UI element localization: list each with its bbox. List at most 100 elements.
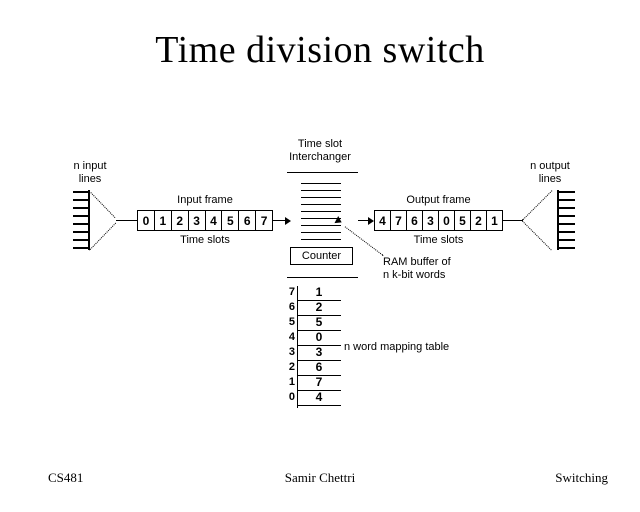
input-frame-subtitle: Time slots <box>180 234 230 246</box>
tsi-buffer-line <box>301 232 341 233</box>
output-line-tick <box>557 207 575 209</box>
output-frame-subtitle: Time slots <box>413 234 464 246</box>
output-frame-cell: 5 <box>455 211 471 230</box>
output-line-tick <box>557 223 575 225</box>
tsi-top-rule <box>287 172 358 173</box>
input-line-tick <box>73 247 89 249</box>
output-frame-cell: 3 <box>423 211 439 230</box>
input-fan-edge-bottom <box>89 222 117 251</box>
tsi-title-line2: Interchanger <box>289 151 351 163</box>
tsi-buffer-line <box>301 197 341 198</box>
footer-topic: Switching <box>555 470 608 485</box>
output-fan-stub <box>503 220 522 221</box>
input-lines-label-line1: n input <box>73 160 107 172</box>
mapping-table-index: 4 <box>288 331 295 343</box>
mapping-table-value: 7 <box>315 375 323 389</box>
output-bus-bar <box>557 190 559 250</box>
output-frame-cell: 2 <box>471 211 487 230</box>
ram-buffer-note: RAM buffer of n k-bit words <box>383 256 451 282</box>
mapping-table-index: 0 <box>288 391 295 403</box>
output-frame-cell: 0 <box>439 211 455 230</box>
input-line-tick <box>73 231 89 233</box>
input-line-tick <box>73 223 89 225</box>
tsi-to-output-arrowhead <box>368 217 374 225</box>
tsi-title-line1: Time slot <box>297 138 343 150</box>
mapping-table-index: 1 <box>288 376 295 388</box>
output-frame-cell: 4 <box>375 211 391 230</box>
footer-author: Samir Chettri <box>284 470 356 485</box>
mapping-table-index: 7 <box>288 286 295 298</box>
mapping-table-index: 6 <box>288 301 295 313</box>
output-frame-title: Output frame <box>406 194 471 206</box>
input-frame-cell: 3 <box>189 211 206 230</box>
mapping-table-value: 1 <box>315 285 323 299</box>
page-title: Time division switch <box>155 29 485 71</box>
counter-box: Counter <box>290 247 353 265</box>
input-frame-cell: 7 <box>260 213 268 228</box>
output-line-tick <box>557 215 575 217</box>
input-lines-label-line2: lines <box>78 173 102 185</box>
output-lines-label-line2: lines <box>538 173 562 185</box>
mapping-table-index: 3 <box>288 346 295 358</box>
input-frame-cell: 0 <box>138 211 155 230</box>
input-line-tick <box>73 191 89 193</box>
output-line-tick <box>557 199 575 201</box>
mapping-table-value: 3 <box>315 345 323 359</box>
output-line-tick <box>557 191 575 193</box>
input-line-tick <box>73 215 89 217</box>
tsi-buffer-line <box>301 239 341 240</box>
tsi-to-output-line <box>358 220 370 221</box>
input-to-tsi-arrowhead <box>285 217 291 225</box>
tsi-title: Time slot Interchanger <box>268 138 372 164</box>
tsi-buffer-line <box>301 204 341 205</box>
input-fan-edge-top <box>88 190 116 219</box>
input-line-tick <box>73 207 89 209</box>
input-to-tsi-line <box>273 220 287 221</box>
tsi-buffer-line <box>301 190 341 191</box>
mapping-table-value: 6 <box>315 360 323 374</box>
input-frame-cell: 2 <box>172 211 189 230</box>
tsi-buffer-line <box>301 225 341 226</box>
tsi-buffer-line <box>301 211 341 212</box>
output-line-tick <box>557 247 575 249</box>
input-lines-label: n input lines <box>58 160 122 186</box>
input-frame-cell: 6 <box>239 211 257 230</box>
output-frame-cell: 1 <box>491 213 498 228</box>
output-line-tick <box>557 239 575 241</box>
output-line-tick <box>557 231 575 233</box>
output-fan-edge-top <box>522 190 553 221</box>
output-frame-cell: 6 <box>407 211 423 230</box>
mapping-table-value: 0 <box>315 330 323 344</box>
output-fan-edge-bottom <box>521 220 552 251</box>
input-frame-cell: 5 <box>222 211 240 230</box>
tsi-buffer-line <box>301 183 341 184</box>
input-frame-title: Input frame <box>177 194 233 206</box>
mapping-table-divider <box>297 286 298 408</box>
ram-buffer-note-line1: RAM buffer of <box>383 256 451 268</box>
input-line-tick <box>73 199 89 201</box>
mapping-table-value: 5 <box>315 315 323 329</box>
tsi-bottom-rule <box>287 277 358 278</box>
mapping-table-index: 2 <box>288 361 295 373</box>
footer-course-code: CS481 <box>48 470 84 485</box>
mapping-table-label: n word mapping table <box>344 341 450 353</box>
input-bus-bar <box>88 190 90 250</box>
output-lines-label-line1: n output <box>530 160 570 172</box>
input-line-tick <box>73 239 89 241</box>
ram-buffer-note-line2: n k-bit words <box>383 269 446 281</box>
output-lines-label: n output lines <box>512 160 588 186</box>
tsi-buffer-line <box>301 218 341 219</box>
input-frame-cell: 4 <box>206 211 223 230</box>
